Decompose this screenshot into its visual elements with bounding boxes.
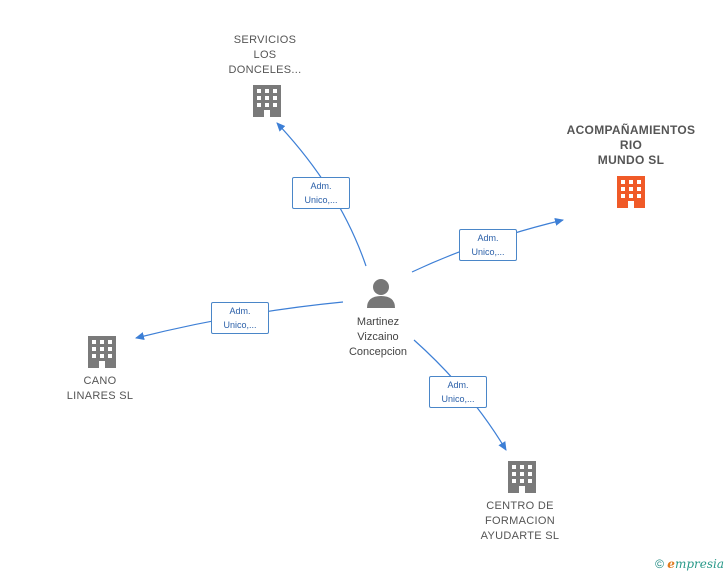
person-label[interactable]: Martinez Vizcaino Concepcion — [348, 316, 408, 358]
company-label-cano[interactable]: CANO LINARES SL — [66, 375, 134, 402]
footer-brand[interactable]: © empresia — [655, 557, 724, 571]
edge-label-servicios: Adm. Unico,... — [292, 177, 350, 209]
edge-label-cano: Adm. Unico,... — [211, 302, 269, 334]
person-icon — [367, 279, 395, 308]
edge-label-acompanamientos: Adm. Unico,... — [459, 229, 517, 261]
company-label-servicios[interactable]: SERVICIOS LOS DONCELES... — [228, 34, 302, 76]
building-icon-acompanamientos — [617, 176, 645, 208]
company-label-centro[interactable]: CENTRO DE FORMACION AYUDARTE SL — [480, 500, 560, 542]
building-icon-servicios — [253, 85, 281, 117]
building-icon-centro — [508, 461, 536, 493]
building-icon-cano — [88, 336, 116, 368]
copyright-symbol: © — [655, 557, 664, 571]
company-label-acompanamientos[interactable]: ACOMPAÑAMIENTOS RIO MUNDO SL — [566, 123, 696, 167]
brand-logo: empresia — [667, 557, 724, 571]
edge-label-centro: Adm. Unico,... — [429, 376, 487, 408]
